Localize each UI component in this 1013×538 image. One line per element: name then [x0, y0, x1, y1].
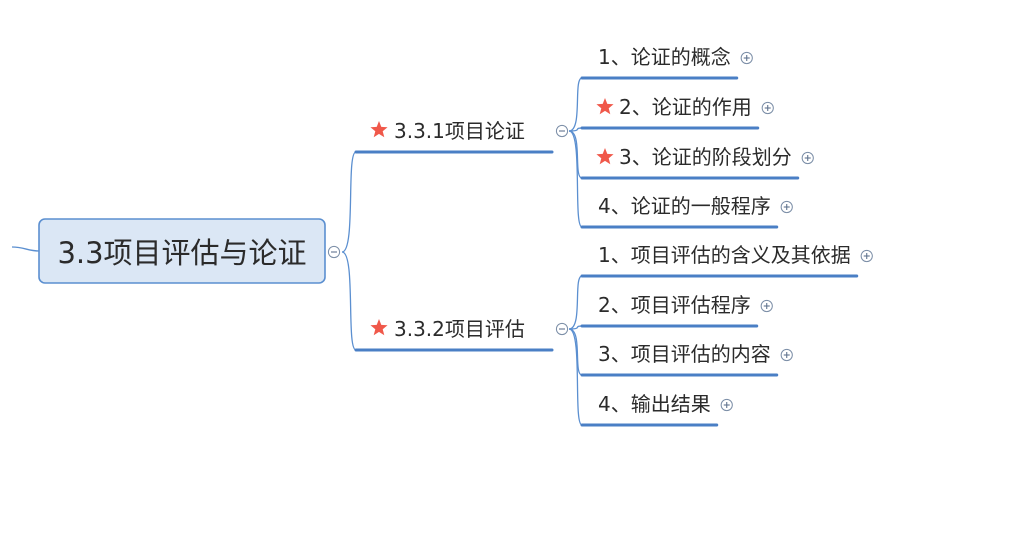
branch-to-leaf-connector: [568, 325, 583, 330]
root-topic-box: [38, 218, 326, 284]
star-icon: [596, 148, 614, 165]
branch-to-leaf-connector: [568, 328, 583, 376]
branch-to-leaf-connector: [568, 127, 583, 132]
leaf-topic-1-2[interactable]: 2、论证的作用: [580, 95, 760, 130]
leaf-expand-icon[interactable]: [780, 200, 793, 214]
branch-to-leaf-connector: [568, 130, 583, 228]
root-topic-label: 3.3项目评估与论证: [57, 236, 306, 270]
leaf-expand-icon[interactable]: [740, 51, 753, 65]
branch-to-leaf-connector: [568, 77, 583, 132]
root-to-branch-connector: [341, 251, 357, 351]
root-collapse-icon[interactable]: [327, 245, 341, 259]
branch-topic-label: 3.3.2项目评估: [394, 317, 525, 341]
leaf-topic-2-4[interactable]: 4、输出结果: [580, 392, 719, 427]
leaf-topic-label: 4、论证的一般程序: [598, 194, 771, 218]
connector-layer: [11, 77, 583, 426]
branch-collapse-icon[interactable]: [555, 322, 569, 336]
leaf-expand-icon[interactable]: [761, 101, 774, 115]
branch-to-leaf-connector: [568, 328, 583, 426]
leaf-topic-label: 2、项目评估程序: [598, 293, 751, 317]
branch-topic-label: 3.3.1项目论证: [394, 119, 525, 143]
branch-to-leaf-connector: [568, 275, 583, 330]
star-icon: [596, 98, 614, 115]
leaf-expand-icon[interactable]: [860, 249, 873, 263]
root-to-branch-connector: [341, 151, 357, 253]
leaf-topic-label: 3、论证的阶段划分: [619, 145, 792, 169]
leaf-topic-label: 1、论证的概念: [598, 45, 731, 69]
node-layer: 3.3项目评估与论证 3.3.1项目论证 1、论证的概念 2、论证的作用 3、论证的阶段…: [38, 45, 873, 427]
branch-topic-2[interactable]: 3.3.2项目评估: [354, 317, 554, 352]
leaf-expand-icon[interactable]: [801, 151, 814, 165]
leaf-topic-label: 1、项目评估的含义及其依据: [598, 243, 851, 267]
leaf-topic-1-4[interactable]: 4、论证的一般程序: [580, 194, 779, 229]
star-icon: [370, 121, 388, 138]
star-icon: [370, 319, 388, 336]
incoming-connector: [11, 246, 40, 252]
leaf-topic-label: 2、论证的作用: [619, 95, 752, 119]
branch-collapse-icon[interactable]: [555, 124, 569, 138]
leaf-topic-2-2[interactable]: 2、项目评估程序: [580, 293, 759, 328]
leaf-topic-label: 4、输出结果: [598, 392, 711, 416]
leaf-topic-1-1[interactable]: 1、论证的概念: [580, 45, 739, 80]
leaf-topic-2-3[interactable]: 3、项目评估的内容: [580, 342, 779, 377]
leaf-topic-1-3[interactable]: 3、论证的阶段划分: [580, 145, 800, 180]
leaf-topic-2-1[interactable]: 1、项目评估的含义及其依据: [580, 243, 859, 278]
root-topic[interactable]: 3.3项目评估与论证: [38, 218, 326, 284]
leaf-expand-icon[interactable]: [780, 348, 793, 362]
branch-to-leaf-connector: [568, 130, 583, 179]
leaf-expand-icon[interactable]: [760, 299, 773, 313]
branch-topic-1[interactable]: 3.3.1项目论证: [354, 119, 554, 154]
leaf-expand-icon[interactable]: [720, 398, 733, 412]
leaf-topic-label: 3、项目评估的内容: [598, 342, 771, 366]
